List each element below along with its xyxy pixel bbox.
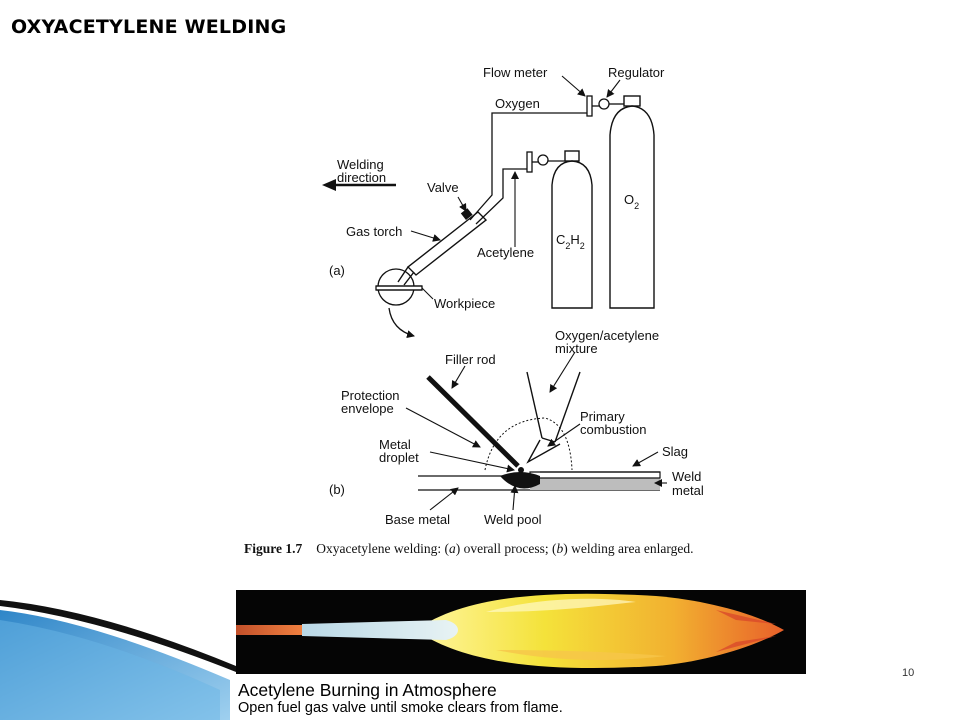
metal-droplet <box>518 467 524 473</box>
filler-rod <box>426 375 520 468</box>
label-weld-pool: Weld pool <box>484 512 542 527</box>
gas-torch <box>397 208 488 286</box>
oxygen-regulator <box>586 95 624 117</box>
label-primary-2: combustion <box>580 422 646 437</box>
label-metal-2: droplet <box>379 450 419 465</box>
leaders-b <box>405 351 667 511</box>
label-metal-1: Metal <box>379 437 411 452</box>
c2h2-label: C2H2 <box>556 232 585 251</box>
label-welding-direction-1: Welding <box>337 157 384 172</box>
label-regulator: Regulator <box>608 65 665 80</box>
label-protection-1: Protection <box>341 388 400 403</box>
label-workpiece: Workpiece <box>434 296 495 311</box>
label-mixture-1: Oxygen/acetylene <box>555 328 659 343</box>
label-weld-metal-2: metal <box>672 483 704 498</box>
protection-envelope <box>484 417 573 471</box>
label-protection-2: envelope <box>341 401 394 416</box>
figure-number: Figure 1.7 <box>244 541 303 556</box>
photo-subtitle: Open fuel gas valve until smoke clears f… <box>238 700 563 716</box>
oxyacetylene-diagram: O2 C2H2 <box>322 65 704 527</box>
workpiece <box>375 268 423 339</box>
label-welding-direction-2: direction <box>337 170 386 185</box>
label-gas-torch: Gas torch <box>346 224 402 239</box>
corner-decoration <box>0 600 236 720</box>
o2-label: O2 <box>624 192 639 211</box>
oxygen-cylinder <box>609 95 655 309</box>
label-part-a: (a) <box>329 263 345 278</box>
hoses <box>469 112 587 225</box>
label-slag: Slag <box>662 444 688 459</box>
weld-metal <box>530 478 660 490</box>
photo-title: Acetylene Burning in Atmosphere <box>238 680 497 700</box>
page-number: 10 <box>902 667 915 679</box>
label-base-metal: Base metal <box>385 512 450 527</box>
label-filler-rod: Filler rod <box>445 352 496 367</box>
label-mixture-2: mixture <box>555 341 598 356</box>
acetylene-cylinder <box>551 150 593 309</box>
slide-title: OXYACETYLENE WELDING <box>11 16 287 38</box>
label-primary-1: Primary <box>580 409 625 424</box>
label-oxygen: Oxygen <box>495 96 540 111</box>
label-flow-meter: Flow meter <box>483 65 548 80</box>
weld-pool <box>500 472 540 489</box>
leaders-a <box>410 75 621 300</box>
base-metal <box>418 471 661 491</box>
flame-photo <box>236 590 806 674</box>
acetylene-regulator <box>526 151 565 173</box>
label-weld-metal-1: Weld <box>672 469 701 484</box>
label-part-b: (b) <box>329 482 345 497</box>
label-acetylene: Acetylene <box>477 245 534 260</box>
label-valve: Valve <box>427 180 459 195</box>
